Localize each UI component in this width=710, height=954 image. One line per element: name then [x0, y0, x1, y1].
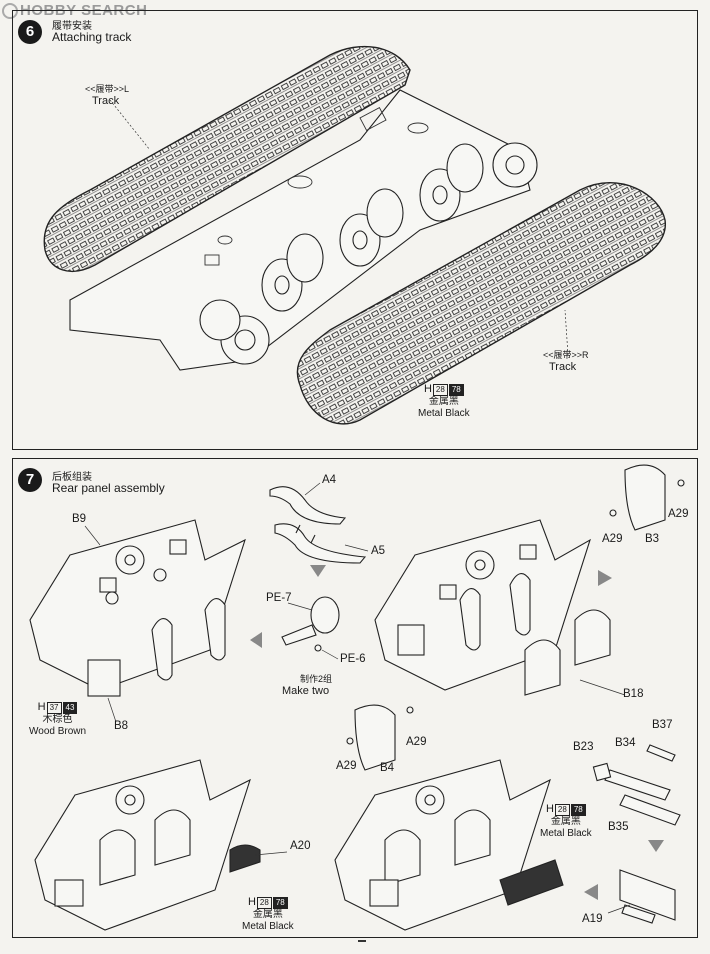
part-a29-right-1: A29	[668, 508, 689, 520]
paint-name-en: Metal Black	[242, 921, 294, 932]
part-b23: B23	[573, 741, 594, 753]
step-6-drawing	[43, 45, 666, 425]
part-a5: A5	[371, 545, 386, 557]
paint-prefix: H	[37, 701, 46, 713]
hull-body	[69, 89, 531, 371]
bracket-a19	[619, 869, 676, 924]
step-6-title-en: Attaching track	[52, 30, 132, 44]
paint-prefix: H	[545, 803, 554, 815]
step-6-panel	[12, 10, 698, 450]
left-track	[43, 45, 411, 273]
paint-prefix: H	[247, 896, 256, 908]
step-6-leader-lines	[109, 99, 569, 356]
hull-details	[204, 107, 429, 266]
paint-name-cn: 金属黑	[428, 396, 459, 407]
step-7-title-cn: 后板组装	[52, 472, 92, 483]
paint-name-cn: 金属黑	[550, 816, 581, 827]
guard-b3	[609, 464, 685, 531]
step-7-panel	[12, 458, 698, 938]
part-b8: B8	[114, 720, 129, 732]
part-a19: A19	[582, 913, 603, 925]
part-b3: B3	[645, 533, 660, 545]
left-track-label-en: Track	[92, 95, 120, 107]
rear-plate-top-left	[29, 519, 246, 697]
bracket-b34-b35-b37	[592, 744, 681, 826]
rear-plate-top-right	[374, 519, 611, 696]
exhaust-pe7	[281, 596, 340, 652]
part-b37: B37	[652, 719, 673, 731]
process-arrows	[250, 565, 664, 900]
part-a29-center-2: A29	[336, 760, 357, 772]
paint-code-2: 78	[272, 897, 288, 909]
paint-name-en: Wood Brown	[29, 726, 87, 737]
part-b9: B9	[72, 513, 87, 525]
make-two-en: Make two	[282, 685, 330, 697]
step-6-number: 6	[18, 20, 42, 44]
part-b35: B35	[608, 821, 629, 833]
muffler-a4-a5	[269, 486, 367, 564]
part-a4: A4	[322, 474, 337, 486]
paint-code-1: 28	[554, 804, 570, 816]
page-footer-mark	[358, 940, 366, 942]
guard-b4	[346, 704, 414, 771]
part-pe7: PE-7	[266, 592, 292, 604]
paint-name-en: Metal Black	[418, 408, 470, 419]
make-two-cn: 制作2组	[300, 674, 333, 684]
step-7-leader-lines	[84, 482, 631, 914]
paint-name-cn: 木棕色	[42, 714, 73, 725]
part-a20: A20	[290, 840, 311, 852]
watermark-logo-icon	[2, 3, 18, 20]
rear-plate-bottom-left	[34, 759, 261, 931]
part-a29-right-2: A29	[602, 533, 623, 545]
paint-name-en: Metal Black	[540, 828, 592, 839]
paint-name-cn: 金属黑	[252, 909, 283, 920]
paint-code-1: 28	[256, 897, 272, 909]
part-b34: B34	[615, 737, 636, 749]
right-track-label-en: Track	[549, 361, 577, 373]
paint-code-1: 37	[46, 702, 62, 714]
part-b18: B18	[623, 688, 644, 700]
left-track-label-cn: <<履带>>L	[85, 84, 130, 94]
part-b4: B4	[380, 762, 395, 774]
right-track-label-cn: <<履带>>R	[543, 350, 589, 360]
right-track	[296, 182, 666, 425]
step-6-title-cn: 履带安装	[52, 21, 92, 32]
paint-code-2: 43	[62, 702, 78, 714]
paint-code-2: 78	[570, 804, 586, 816]
part-a29-center-1: A29	[406, 736, 427, 748]
road-wheels	[199, 142, 538, 365]
step-7-number: 7	[18, 468, 42, 492]
paint-prefix: H	[423, 383, 432, 395]
rear-plate-bottom-right	[334, 759, 564, 931]
part-pe6: PE-6	[340, 653, 366, 665]
step-7-title-en: Rear panel assembly	[52, 481, 165, 495]
